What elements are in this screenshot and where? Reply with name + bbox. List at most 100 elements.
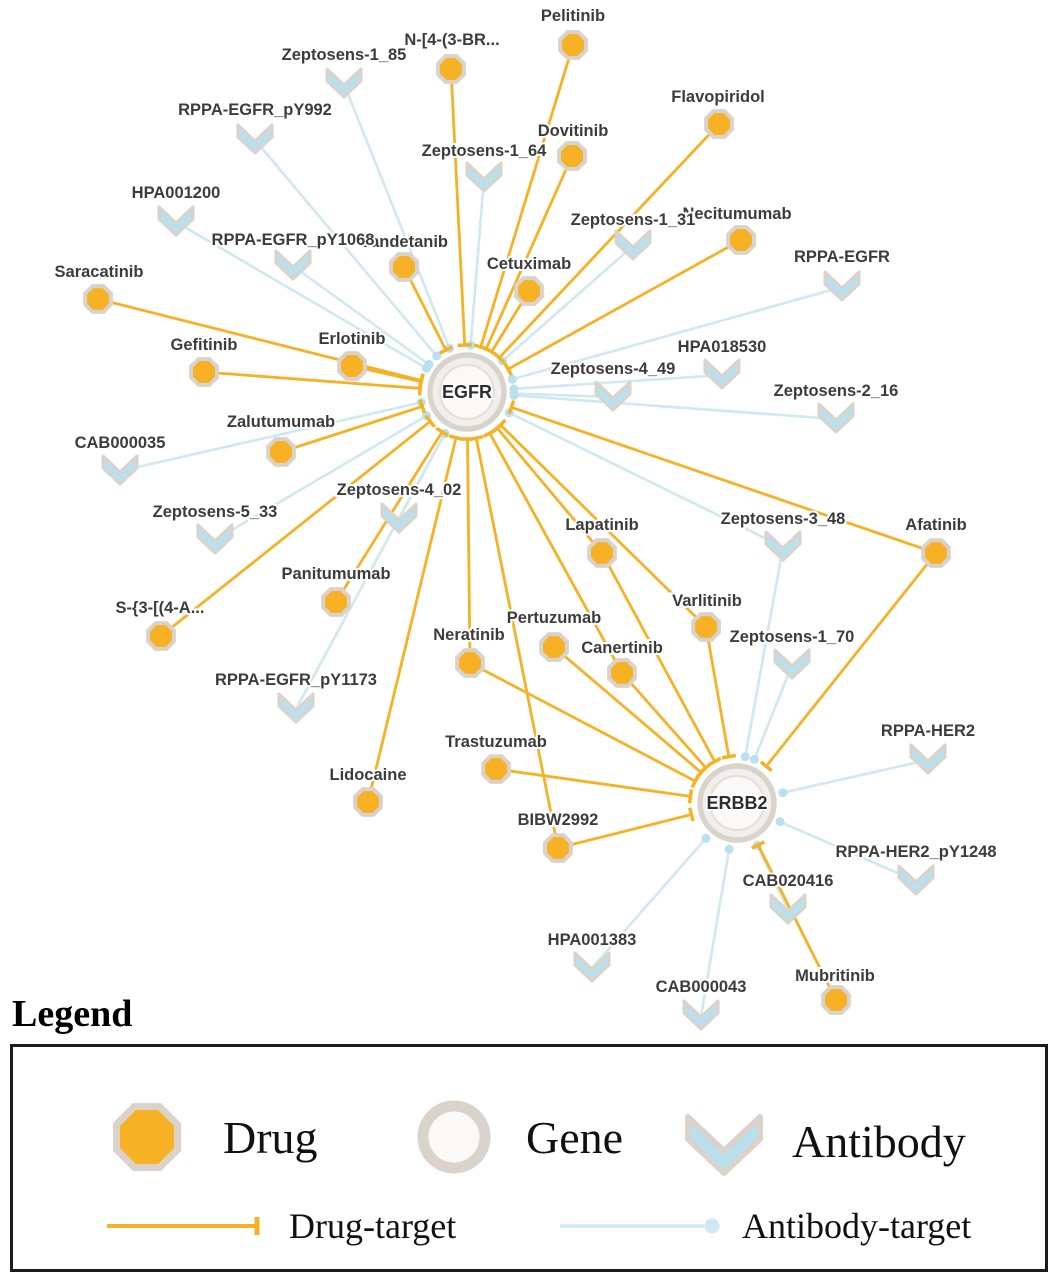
legend-antibody-label: Antibody bbox=[792, 1115, 966, 1167]
antibody-node[interactable] bbox=[236, 123, 274, 155]
drug-node[interactable] bbox=[389, 252, 419, 282]
drug-node[interactable] bbox=[455, 648, 485, 678]
legend-drug-target-label: Drug-target bbox=[289, 1206, 457, 1246]
antibody-target-edge bbox=[775, 817, 917, 883]
drug-node[interactable] bbox=[539, 632, 569, 662]
drug-label: Gefitinib bbox=[171, 336, 238, 354]
antibody-node[interactable] bbox=[897, 864, 935, 896]
drug-node[interactable] bbox=[821, 985, 851, 1015]
drug-label: Afatinib bbox=[905, 516, 966, 534]
antibody-label: RPPA-EGFR_pY992 bbox=[178, 101, 332, 119]
label-layer: PelitinibN-[4-(3-BR...FlavopiridolDoviti… bbox=[53, 5, 999, 998]
gene-node[interactable]: ERBB2 bbox=[697, 763, 777, 843]
drug-label: Pertuzumab bbox=[507, 609, 601, 627]
drug-label: Lidocaine bbox=[329, 766, 406, 784]
antibody-node[interactable] bbox=[325, 67, 363, 99]
drug-label: Neratinib bbox=[433, 626, 505, 644]
antibody-node[interactable] bbox=[682, 999, 720, 1031]
drug-node[interactable] bbox=[189, 357, 219, 387]
antibody-node[interactable] bbox=[773, 648, 811, 680]
drug-label: Vandetanib bbox=[360, 233, 448, 251]
drug-target-edge bbox=[160, 414, 436, 638]
drug-target-edge bbox=[759, 552, 938, 772]
drug-label: BIBW2992 bbox=[518, 811, 599, 829]
antibody-target-edge bbox=[509, 390, 837, 421]
antibody-label: HPA018530 bbox=[678, 338, 767, 356]
drug-node[interactable] bbox=[704, 109, 734, 139]
drug-node[interactable] bbox=[557, 141, 587, 171]
drug-node[interactable] bbox=[266, 437, 296, 467]
drug-node[interactable] bbox=[436, 54, 466, 84]
antibody-label: CAB000043 bbox=[656, 978, 747, 996]
antibody-label: HPA001200 bbox=[132, 184, 221, 202]
antibody-node[interactable] bbox=[909, 743, 947, 775]
legend-item-gene: Gene bbox=[408, 1091, 623, 1183]
drug-label: Pelitinib bbox=[541, 7, 605, 25]
antibody-node[interactable] bbox=[101, 454, 139, 486]
antibody-node[interactable] bbox=[614, 229, 652, 261]
drug-node[interactable] bbox=[481, 754, 511, 784]
drug-target-edge bbox=[469, 661, 701, 789]
antibody-node[interactable] bbox=[157, 205, 195, 237]
antibody-node[interactable] bbox=[817, 402, 855, 434]
antibody-node[interactable] bbox=[277, 692, 315, 724]
antibody-target-edge bbox=[699, 844, 734, 1017]
drug-node[interactable] bbox=[921, 538, 951, 568]
drug-target-edge bbox=[503, 238, 742, 377]
drug-node[interactable] bbox=[607, 658, 637, 688]
antibody-target-edge bbox=[749, 664, 794, 764]
drug-label: Trastuzumab bbox=[445, 733, 547, 751]
drug-node[interactable] bbox=[726, 225, 756, 255]
drug-node[interactable] bbox=[337, 351, 367, 381]
antibody-label: RPPA-EGFR_pY1068 bbox=[212, 231, 375, 249]
antibody-node[interactable] bbox=[594, 380, 632, 412]
drug-node[interactable] bbox=[353, 787, 383, 817]
drug-target-edge bbox=[478, 155, 574, 354]
drug-label: Erlotinib bbox=[319, 330, 386, 348]
drug-target-edge bbox=[482, 428, 624, 674]
drug-label: Varlitinib bbox=[672, 592, 742, 610]
antibody-label: RPPA-HER2 bbox=[881, 722, 975, 740]
antibody-label: Zeptosens-5_33 bbox=[153, 503, 278, 521]
antibody-label: RPPA-HER2_pY1248 bbox=[835, 843, 996, 861]
drug-label: Necitumumab bbox=[682, 205, 791, 223]
drug-target-edge-icon bbox=[107, 1217, 260, 1235]
legend-item-antibody: Antibody bbox=[678, 1095, 966, 1187]
antibody-label: Zeptosens-3_48 bbox=[721, 510, 846, 528]
antibody-node[interactable] bbox=[573, 951, 611, 983]
antibody-label: HPA001383 bbox=[548, 931, 637, 949]
drug-node[interactable] bbox=[83, 284, 113, 314]
drug-label: Dovitinib bbox=[538, 122, 609, 140]
drug-label: Canertinib bbox=[581, 639, 663, 657]
antibody-target-edge bbox=[254, 139, 442, 361]
drug-target-edge bbox=[495, 767, 694, 804]
drug-label: S-{3-[(4-A... bbox=[116, 599, 205, 617]
antibody-node[interactable] bbox=[465, 161, 503, 193]
drug-node[interactable] bbox=[321, 587, 351, 617]
drug-icon bbox=[113, 1103, 181, 1171]
legend-item-antibody-target: Antibody-target bbox=[558, 1205, 971, 1247]
antibody-label: CAB020416 bbox=[743, 872, 834, 890]
drug-target-edge bbox=[507, 400, 937, 555]
antibody-target-edge bbox=[466, 177, 486, 350]
drug-node[interactable] bbox=[587, 538, 617, 568]
antibody-node[interactable] bbox=[823, 270, 861, 302]
antibody-icon bbox=[685, 1114, 763, 1176]
antibody-node[interactable] bbox=[196, 523, 234, 555]
gene-node[interactable]: EGFR bbox=[427, 352, 507, 432]
drug-node[interactable] bbox=[558, 30, 588, 60]
antibody-node[interactable] bbox=[764, 530, 802, 562]
drug-label: Saracatinib bbox=[55, 263, 144, 281]
drug-node[interactable] bbox=[514, 276, 544, 306]
drug-node[interactable] bbox=[543, 833, 573, 863]
antibody-node[interactable] bbox=[703, 358, 741, 390]
drug-label: Flavopiridol bbox=[671, 88, 765, 106]
antibody-target-edge-icon bbox=[560, 1218, 720, 1234]
drug-node[interactable] bbox=[691, 612, 721, 642]
antibody-node[interactable] bbox=[769, 893, 807, 925]
antibody-node[interactable] bbox=[380, 502, 418, 534]
drug-target-edge bbox=[468, 434, 560, 849]
antibody-node[interactable] bbox=[274, 249, 312, 281]
drug-node[interactable] bbox=[146, 621, 176, 651]
